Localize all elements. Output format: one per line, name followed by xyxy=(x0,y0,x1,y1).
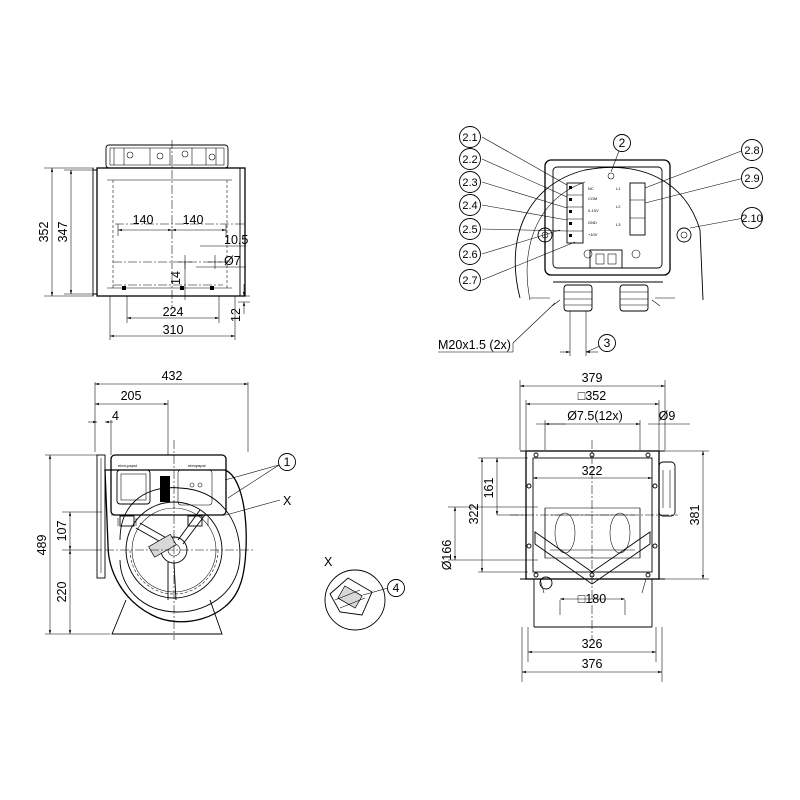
callout-2-1: 2.1 xyxy=(462,132,477,144)
callout-2-1-circle xyxy=(459,126,481,148)
callout-2-6-circle xyxy=(459,243,481,265)
dim-376: 376 xyxy=(582,657,603,671)
dim-sq180: □180 xyxy=(578,592,606,606)
dim-381: 381 xyxy=(688,505,702,526)
callout-3-circle xyxy=(598,334,616,352)
detail-x: X xyxy=(324,555,389,631)
callout-2-circle xyxy=(613,134,631,152)
dim-12: 12 xyxy=(229,308,243,322)
dim-489: 489 xyxy=(35,535,49,556)
cable-glands xyxy=(530,284,675,312)
box-housing-outline xyxy=(514,167,704,301)
dim-14: 14 xyxy=(169,271,183,285)
detail-x-circle xyxy=(324,569,386,631)
dim-d7-top: Ø7 xyxy=(224,254,241,268)
dim-322-h: 322 xyxy=(582,464,603,478)
dim-347-top: 347 xyxy=(56,222,70,243)
terminal-box-body xyxy=(544,159,671,276)
side-flange xyxy=(96,454,106,579)
gland-label: M20x1.5 (2x) xyxy=(438,338,511,352)
front-terminal-box xyxy=(658,461,676,517)
callout-2-10: 2.10 xyxy=(741,213,762,225)
top-view-terminal-box xyxy=(105,144,229,169)
callout-2-5: 2.5 xyxy=(462,224,477,236)
dim-holes: Ø7.5(12x) xyxy=(567,409,623,423)
svg-text:GND: GND xyxy=(588,220,597,225)
callout-bubbles: 2.1 2.2 2.3 2.4 2.5 2.6 2.7 2 2.8 2.9 2.10 3 1 4 xyxy=(278,126,763,597)
dim-432: 432 xyxy=(162,369,183,383)
svg-text:L2: L2 xyxy=(616,204,621,209)
svg-text:COM: COM xyxy=(588,196,597,201)
side-scroll-housing xyxy=(104,469,247,623)
callout-2-7-circle xyxy=(459,269,481,291)
dim-140-left: 140 xyxy=(133,213,154,227)
callout-1-circle xyxy=(278,453,296,471)
callout-2-8: 2.8 xyxy=(744,145,759,157)
top-view: 352 347 140 140 10.5 Ø7 14 224 310 12 xyxy=(37,140,250,340)
dim-322-v: 322 xyxy=(467,504,481,525)
terminal-strip-right xyxy=(629,182,646,236)
dim-140-right: 140 xyxy=(183,213,204,227)
detail-x-marker: X xyxy=(283,494,292,508)
svg-text:NC: NC xyxy=(588,186,594,191)
callout-2-10-circle xyxy=(741,207,763,229)
callout-2-8-circle xyxy=(741,139,763,161)
dim-107: 107 xyxy=(55,521,69,542)
callout-2-9-circle xyxy=(741,167,763,189)
detail-x-label: X xyxy=(324,555,333,569)
svg-text:L3: L3 xyxy=(616,222,621,227)
callout-2-3: 2.3 xyxy=(462,177,477,189)
dim-310: 310 xyxy=(163,323,184,337)
side-view: ebm-papst ebmpapst 432 205 4 489 107 220… xyxy=(35,369,292,640)
dim-4: 4 xyxy=(112,409,119,423)
front-view: 379 □352 Ø7.5(12x) Ø9 322 161 322 Ø166 3… xyxy=(440,371,709,682)
callout-2-2-circle xyxy=(459,148,481,170)
svg-text:L1: L1 xyxy=(616,186,621,191)
dim-220: 220 xyxy=(55,582,69,603)
svg-text:0-10V: 0-10V xyxy=(588,208,599,213)
callout-4: 4 xyxy=(393,581,400,595)
callout-2-5-circle xyxy=(459,218,481,240)
callout-2-9: 2.9 xyxy=(744,173,759,185)
callout-2-7: 2.7 xyxy=(462,275,477,287)
callout-2-2: 2.2 xyxy=(462,154,477,166)
svg-text:ebmpapst: ebmpapst xyxy=(188,463,206,468)
front-mount-holes xyxy=(526,452,658,578)
top-view-housing xyxy=(96,167,246,297)
dim-161: 161 xyxy=(482,478,496,499)
dim-205: 205 xyxy=(121,389,142,403)
callout-2-3-circle xyxy=(459,171,481,193)
svg-text:ebm-papst: ebm-papst xyxy=(118,463,138,468)
dim-352-top: 352 xyxy=(37,222,51,243)
terminal-box-detail: NC COM 0-10V GND +10V L1 L2 L3 M20x1.5 (… xyxy=(438,136,745,356)
callout-3: 3 xyxy=(604,336,611,350)
callout-4-circle xyxy=(387,579,405,597)
callout-2-4-circle xyxy=(459,194,481,216)
dim-326: 326 xyxy=(582,637,603,651)
dim-379: 379 xyxy=(582,371,603,385)
svg-text:+10V: +10V xyxy=(588,232,598,237)
callout-2: 2 xyxy=(619,136,626,150)
dim-224: 224 xyxy=(163,305,184,319)
dim-sq352: □352 xyxy=(578,389,606,403)
terminal-strip-left xyxy=(566,182,584,244)
dim-10-5: 10.5 xyxy=(224,233,248,247)
dim-d9: Ø9 xyxy=(659,409,676,423)
callout-2-6: 2.6 xyxy=(462,249,477,261)
dim-d166: Ø166 xyxy=(440,540,454,571)
callout-2-4: 2.4 xyxy=(462,200,477,212)
callout-1: 1 xyxy=(284,455,291,469)
